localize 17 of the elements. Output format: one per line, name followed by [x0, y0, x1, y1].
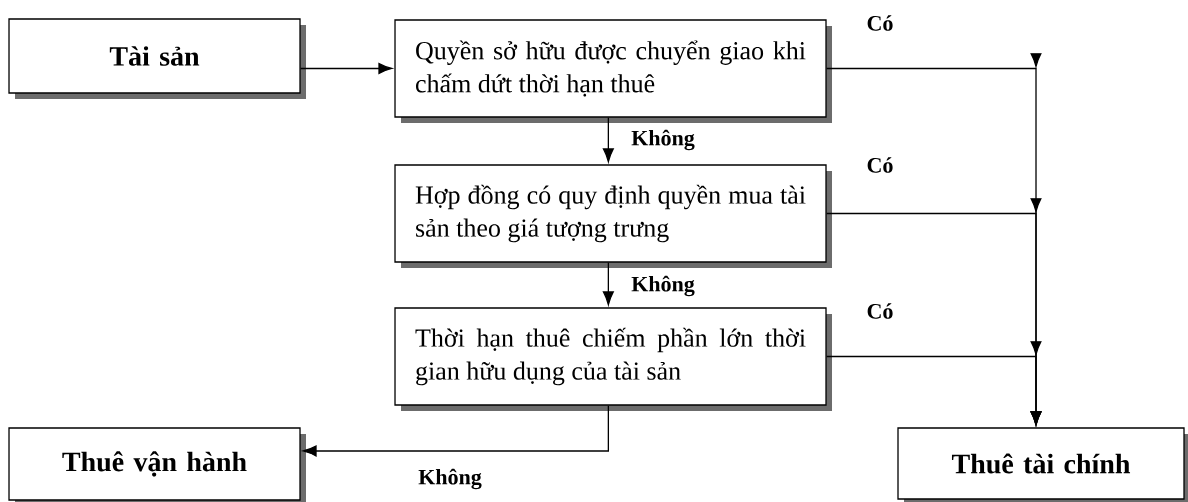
condition-box: Hợp đồng có quy định quyền mua tài sản theo giá tượng trưng: [394, 164, 832, 268]
arrow: [302, 405, 609, 457]
arrow: [826, 341, 1042, 426]
condition-box: Thời hạn thuê chiếm phần lớn thời gian hữu dụng của tài sản: [394, 307, 832, 411]
arrow: [300, 63, 393, 74]
edge-label: Không: [630, 128, 696, 152]
arrow: [602, 117, 614, 163]
edge-label: Không: [630, 274, 696, 298]
result-box: Thuê tài chính: [897, 427, 1188, 502]
edge-label: Có: [865, 14, 895, 32]
arrow: [602, 262, 614, 306]
condition-box: Quyền sở hữu được chuyển giao khi chấm dứt thời hạn thuê: [394, 19, 832, 123]
result-box: Thuê vận hành: [8, 427, 306, 502]
edge-label: Có: [865, 302, 895, 320]
edge-label: Không: [417, 467, 483, 491]
edge-label: Có: [865, 156, 895, 174]
start-box: Tài sản: [8, 18, 306, 99]
